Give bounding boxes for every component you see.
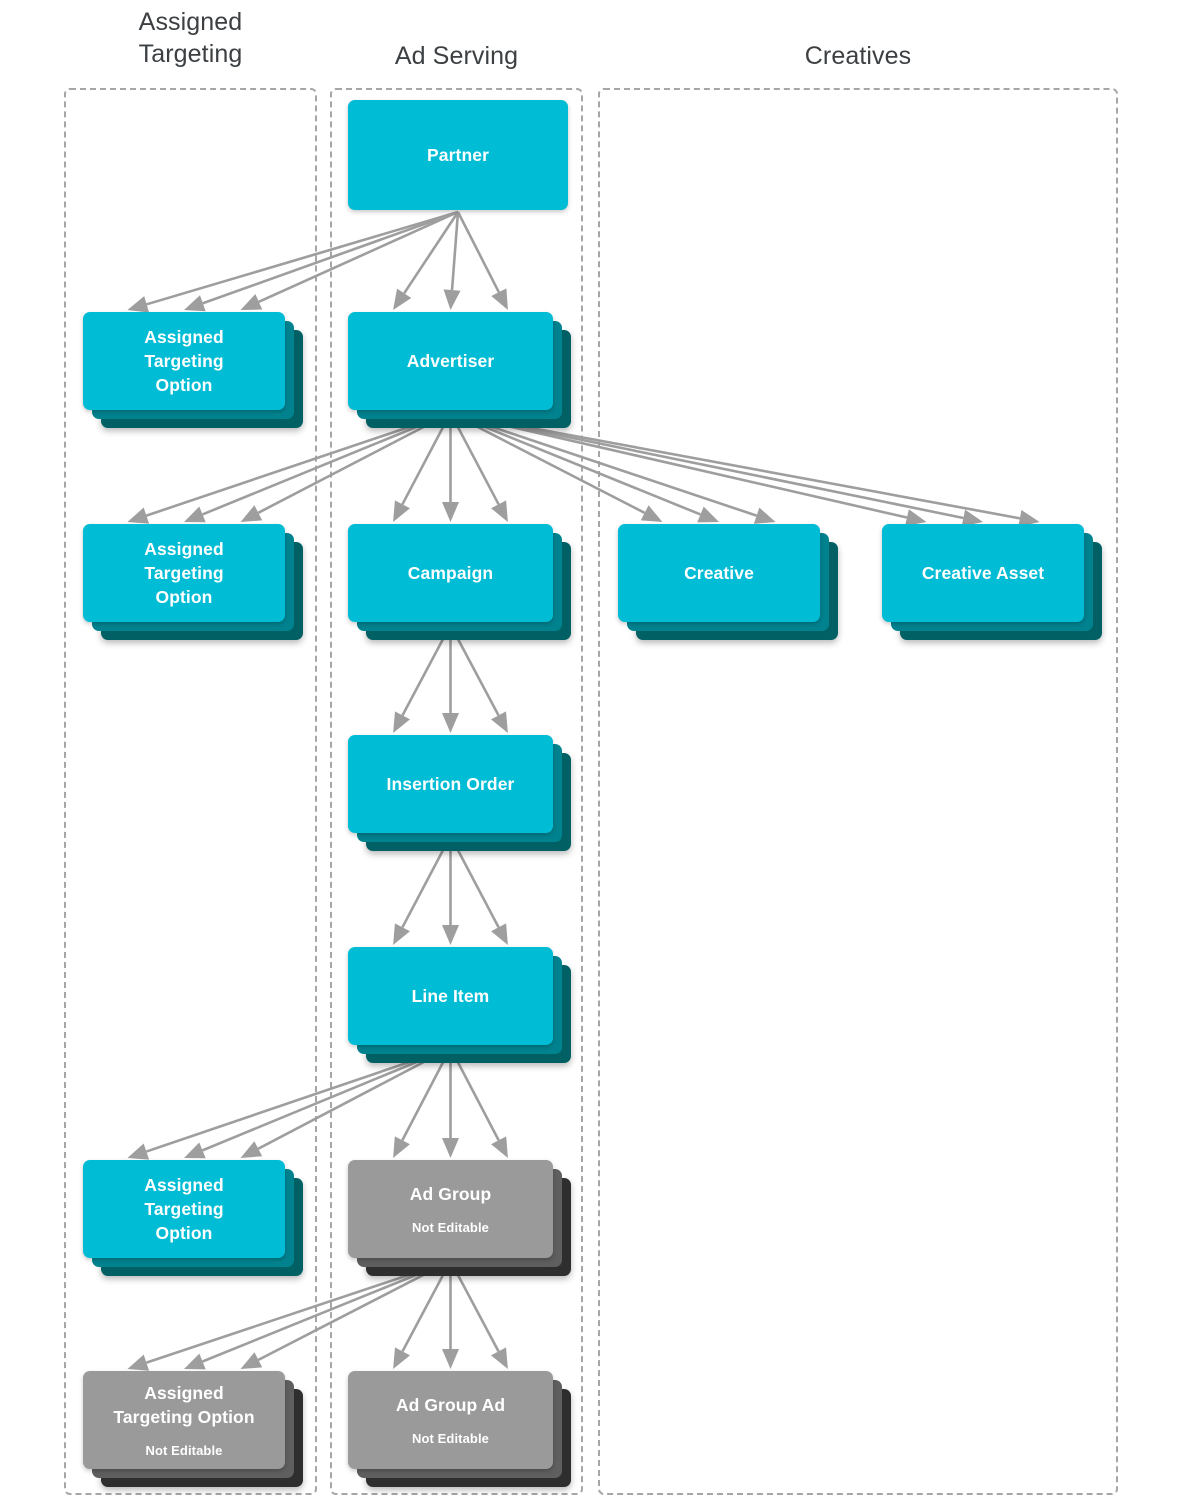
node-card-creative-asset[interactable]: Creative Asset bbox=[882, 524, 1084, 622]
node-title: Partner bbox=[427, 145, 489, 165]
column-title-ad-serving: Ad Serving bbox=[394, 42, 519, 70]
column-group-ad-serving bbox=[330, 88, 583, 1495]
node-title: Creative bbox=[684, 563, 754, 583]
column-group-assigned-targeting bbox=[64, 88, 317, 1495]
node-card-campaign[interactable]: Campaign bbox=[348, 524, 553, 622]
node-title: Ad Group Ad bbox=[395, 1395, 506, 1415]
node-card-partner[interactable]: Partner bbox=[348, 100, 568, 210]
node-card-insertion-order[interactable]: Insertion Order bbox=[348, 735, 553, 833]
node-status-label: Not Editable bbox=[145, 1443, 223, 1458]
column-group-creatives bbox=[598, 88, 1118, 1495]
node-card-ad-group-ad[interactable]: Ad Group Ad Not Editable bbox=[348, 1371, 553, 1469]
node-title: Line Item bbox=[411, 986, 490, 1006]
node-card-advertiser[interactable]: Advertiser bbox=[348, 312, 553, 410]
node-title: Creative Asset bbox=[921, 563, 1045, 583]
node-card-creative[interactable]: Creative bbox=[618, 524, 820, 622]
node-status-label: Not Editable bbox=[411, 1220, 490, 1235]
node-title: Ad Group bbox=[409, 1184, 492, 1204]
node-title: Campaign bbox=[407, 563, 494, 583]
node-title: Insertion Order bbox=[386, 774, 515, 794]
column-title-creatives: Creatives bbox=[804, 42, 912, 70]
node-title: Advertiser bbox=[406, 351, 495, 371]
node-card-line-item[interactable]: Line Item bbox=[348, 947, 553, 1045]
node-status-label: Not Editable bbox=[411, 1431, 490, 1446]
